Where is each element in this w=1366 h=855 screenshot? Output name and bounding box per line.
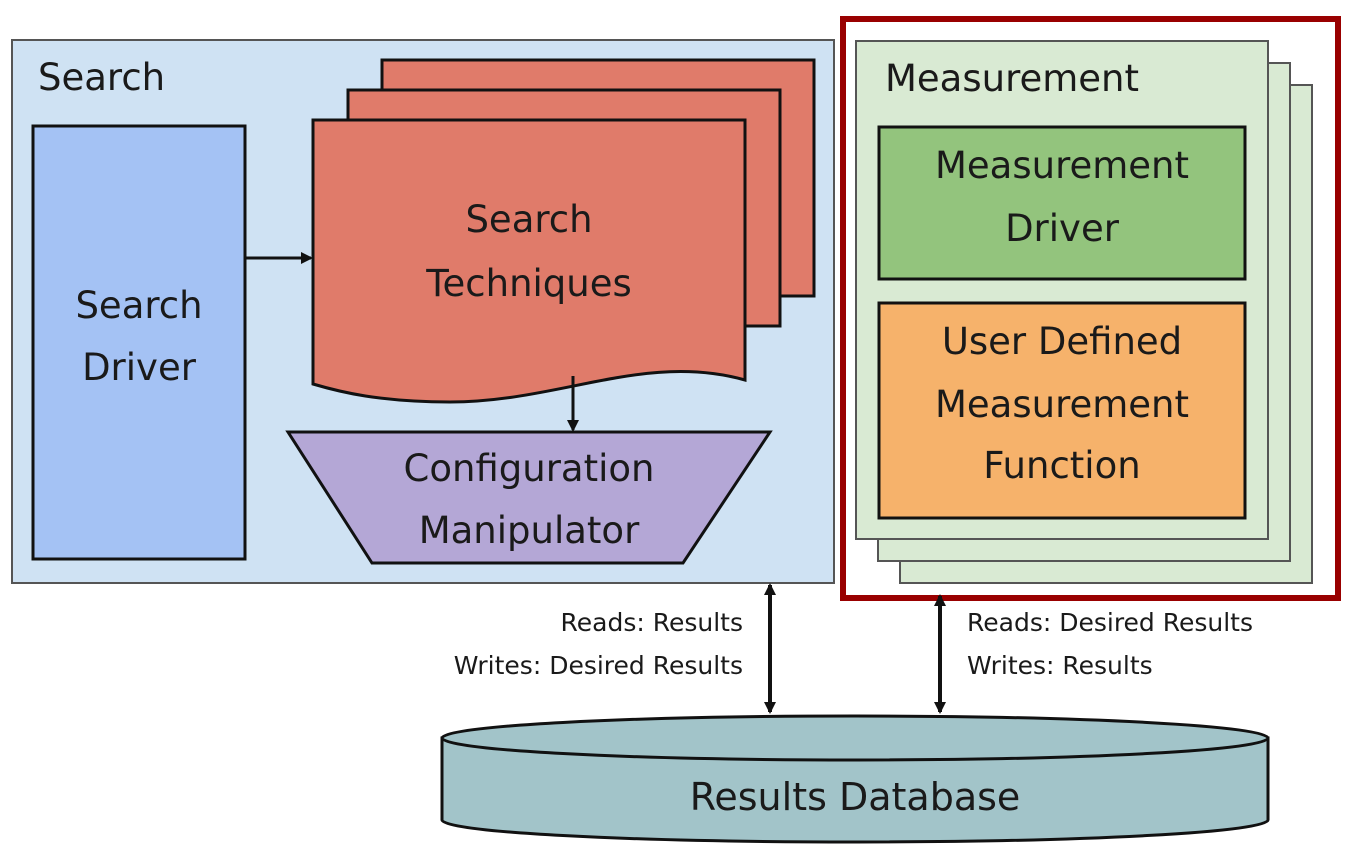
search-techniques-label-line1: Search (465, 198, 592, 241)
search-writes-label: Writes: Desired Results (454, 651, 743, 680)
measurement-driver-label-line1: Measurement (935, 144, 1189, 187)
results-database: Results Database (440, 714, 1270, 844)
user-function-block: User Defined Measurement Function (877, 301, 1247, 520)
results-database-label: Results Database (690, 775, 1021, 819)
configuration-manipulator-label-line2: Manipulator (419, 509, 640, 552)
results-database-top (440, 714, 1270, 762)
configuration-manipulator-shape (285, 430, 773, 565)
configuration-manipulator-label-line1: Configuration (404, 447, 655, 490)
measurement-writes-label: Writes: Results (967, 651, 1153, 680)
measurement-driver-box (877, 125, 1247, 281)
search-driver-label-line1: Search (75, 284, 202, 327)
measurement-highlight-frame (840, 16, 1341, 601)
measurement-reads-label: Reads: Desired Results (967, 608, 1253, 637)
search-techniques-stack: Search Techniques (311, 58, 816, 404)
user-function-label-line2: Measurement (935, 383, 1189, 426)
results-database-body (440, 736, 1270, 844)
user-function-label-line1: User Defined (942, 320, 1182, 363)
search-database-link: Reads: Results Writes: Desired Results (454, 583, 776, 714)
user-function-box (877, 301, 1247, 520)
search-techniques-label-line2: Techniques (425, 262, 632, 305)
measurement-driver-label-line2: Driver (1005, 207, 1120, 250)
configuration-manipulator-block: Configuration Manipulator (285, 430, 773, 565)
search-panel: Search Search Driver Search Techniques C… (11, 39, 835, 584)
search-driver-box (31, 124, 247, 561)
search-reads-label: Reads: Results (561, 608, 743, 637)
measurement-panel-title: Measurement (885, 57, 1139, 100)
search-panel-title: Search (38, 56, 165, 99)
user-function-label-line3: Function (983, 444, 1140, 487)
measurement-database-link: Reads: Desired Results Writes: Results (934, 594, 1253, 714)
search-driver-label-line2: Driver (82, 346, 197, 389)
measurement-panel: Measurement Measurement Driver User Defi… (855, 40, 1313, 584)
search-technique-sheet-front (311, 118, 747, 404)
measurement-driver-block: Measurement Driver (877, 125, 1247, 281)
search-driver-block: Search Driver (31, 124, 247, 561)
